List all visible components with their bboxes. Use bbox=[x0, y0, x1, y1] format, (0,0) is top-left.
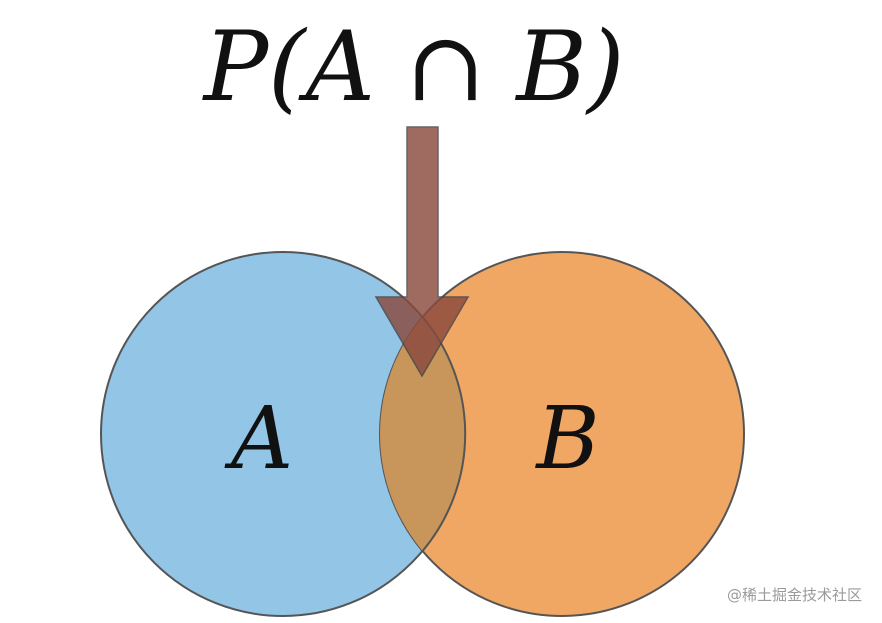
set-a-label: A bbox=[224, 389, 293, 489]
formula-title: P(A ∩ B) bbox=[202, 11, 625, 123]
set-b-label: B bbox=[534, 389, 599, 489]
watermark-text: @稀土掘金技术社区 bbox=[727, 586, 862, 604]
down-arrow-icon bbox=[374, 126, 470, 378]
set-a-arc-outline bbox=[421, 316, 467, 552]
